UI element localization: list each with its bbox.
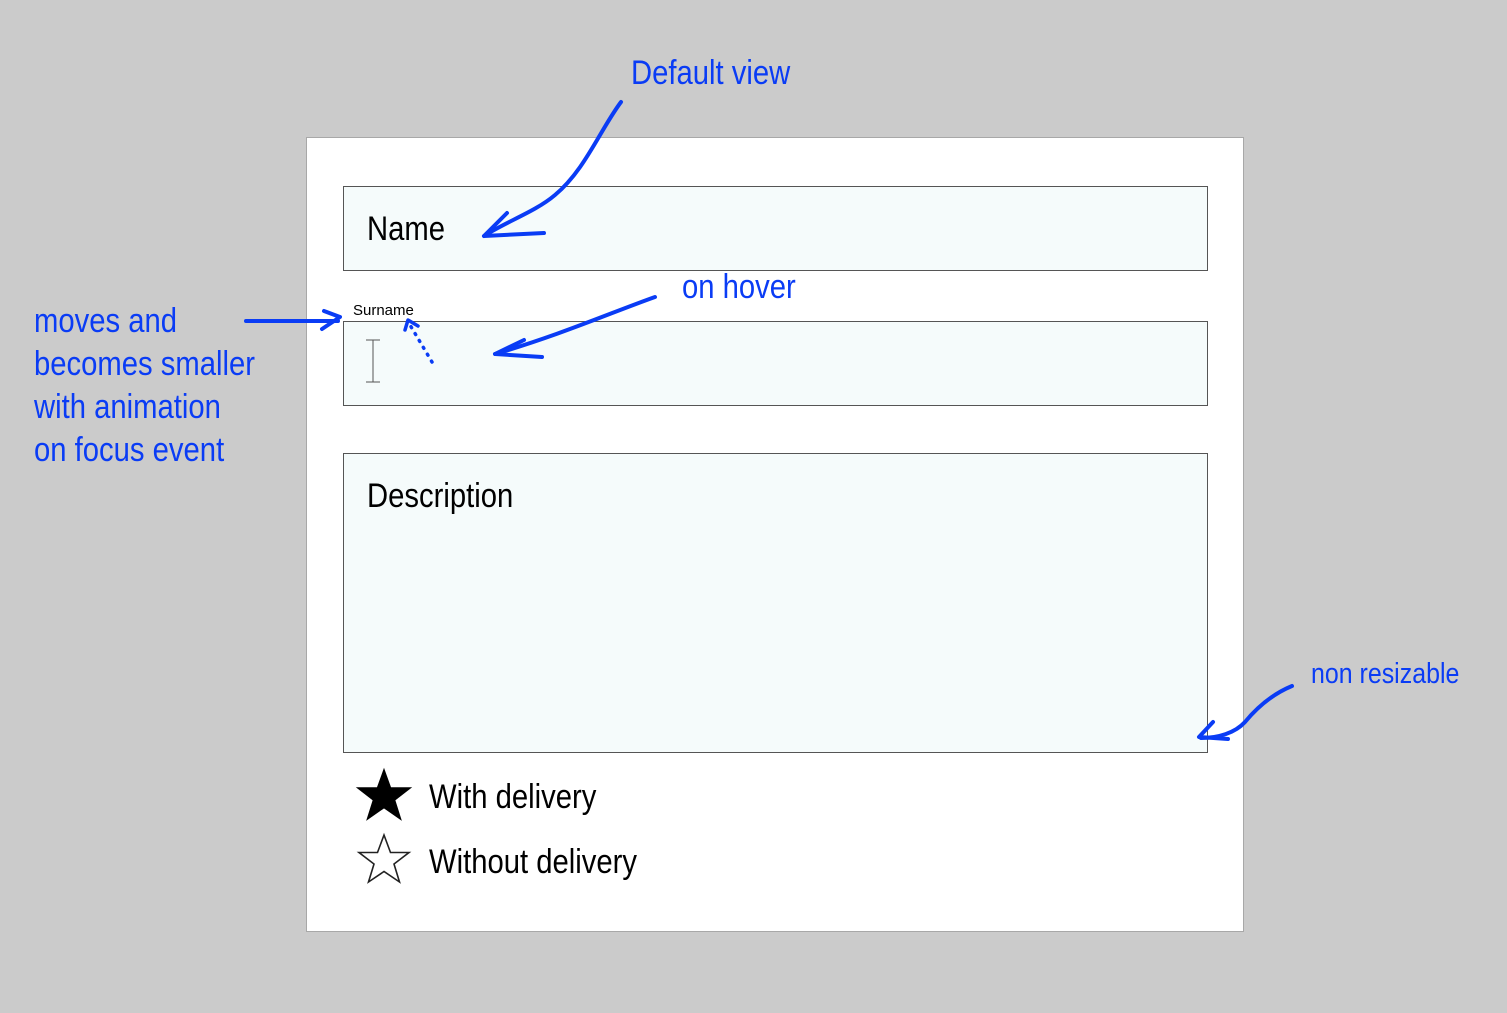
- annotation-default-view: Default view: [631, 54, 791, 92]
- form-card: Name Surname Description With delivery W…: [306, 137, 1244, 932]
- option-with-delivery[interactable]: With delivery: [354, 766, 754, 826]
- star-filled-icon: [355, 767, 413, 821]
- surname-field[interactable]: [343, 321, 1208, 406]
- star-outline-icon: [356, 832, 412, 884]
- name-field[interactable]: Name: [343, 186, 1208, 271]
- description-field-label: Description: [367, 477, 514, 515]
- name-field-label: Name: [367, 210, 446, 248]
- option-with-delivery-label: With delivery: [429, 778, 597, 816]
- option-without-delivery[interactable]: Without delivery: [354, 830, 754, 890]
- option-without-delivery-label: Without delivery: [429, 843, 638, 881]
- surname-floating-label: Surname: [353, 302, 414, 319]
- text-cursor-icon: [366, 339, 380, 383]
- description-textarea[interactable]: Description: [343, 453, 1208, 753]
- annotation-focus-note: moves and becomes smaller with animation…: [34, 302, 256, 469]
- annotation-non-resizable: non resizable: [1311, 658, 1460, 690]
- annotation-on-hover: on hover: [682, 268, 796, 306]
